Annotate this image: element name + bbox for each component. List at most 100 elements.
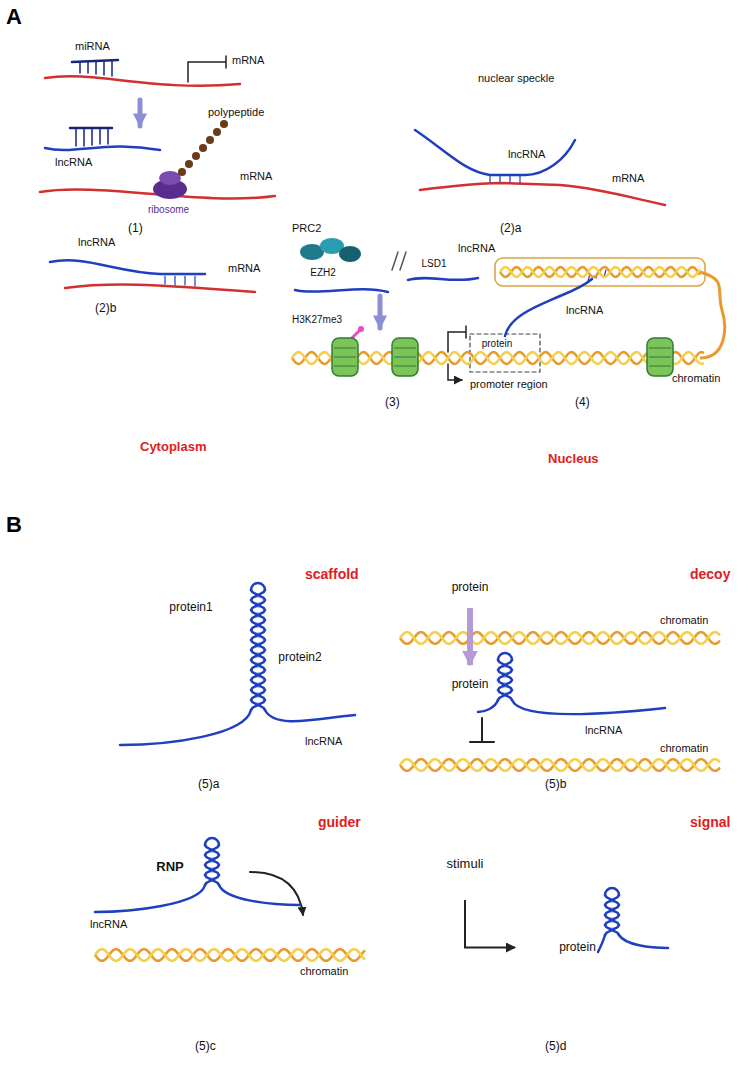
rna-pairing [165, 276, 195, 286]
panel-box: stimuli protein signal (5)d [375, 800, 745, 1068]
chromatin-modifiers [378, 296, 383, 328]
node-label: stimuli [447, 857, 484, 872]
region-label: (5)d [545, 1040, 566, 1054]
rna-pairing [65, 285, 255, 292]
chromatin-modifiers [392, 252, 406, 270]
part-label: (2)a [500, 222, 521, 236]
text-holder: protein [452, 581, 489, 595]
lncrna-stem-loop [605, 895, 619, 935]
panel-box: proteinproteindecoy(5)b [375, 552, 745, 800]
lncrna-stem-loop [619, 935, 668, 948]
label-holder: polypeptide [208, 106, 264, 119]
chromatin-fiber [495, 258, 725, 358]
lncrna-stem-loop [498, 660, 512, 700]
panel-title: Cytoplasm [140, 440, 206, 455]
panel-title: signal [690, 814, 730, 830]
label-holder: mRNA [232, 54, 264, 67]
chromatin-helix [400, 759, 720, 771]
text-holder: protein1 [169, 601, 212, 615]
lncrna-stem-loop [251, 583, 265, 590]
mirna-sponge [188, 56, 226, 82]
lsd1-protein: LSD1 [410, 252, 458, 275]
nucleus-shape [285, 38, 735, 492]
label-holder: lncRNA [90, 918, 127, 931]
lsd1-protein-outline [411, 253, 458, 275]
stimulus-burst-outline [402, 830, 529, 899]
node-label: protein [482, 338, 513, 350]
lncrna-stem-loop [95, 583, 668, 952]
promoter-regulation [352, 330, 360, 338]
label-holder: lncRNA [78, 236, 115, 249]
text-holder: LSD1 [421, 258, 446, 270]
arrow-connector [465, 900, 515, 948]
panel-box-outline [376, 553, 745, 800]
region-label: (5)b [545, 778, 566, 792]
label-holder: PRC2 [292, 222, 321, 235]
panel-title: decoy [690, 566, 730, 582]
panel-letter: A [6, 4, 22, 29]
label-holder: lncRNA [585, 724, 622, 737]
label-holder: (2)b [95, 302, 116, 316]
protein-blob: protein [515, 920, 640, 975]
nucleosome [334, 348, 671, 366]
lncrna-stem-loop [498, 653, 512, 660]
label-holder: mRNA [228, 262, 260, 275]
lncrna-stem-loop [478, 700, 498, 712]
region-label: (5)c [195, 1040, 216, 1054]
part-label: promoter region [470, 378, 548, 391]
lncrna-stem-loop [265, 710, 355, 721]
panel-box-outline [41, 553, 375, 800]
text-holder: protein [559, 941, 596, 955]
lncrna-stem-loop [605, 895, 619, 935]
part-label: lncRNA [90, 918, 127, 931]
text-holder: nuclear speckle [478, 72, 554, 85]
chromatin-helix [500, 267, 700, 277]
panel-b-illustration [470, 718, 494, 742]
mirna-sponge [76, 128, 108, 146]
mirna-sponge [80, 61, 112, 76]
part-label: chromatin [672, 372, 720, 385]
part-label: lncRNA [55, 156, 92, 169]
text-holder: (5)b [545, 778, 566, 792]
rna-pairing [420, 183, 665, 205]
panel-box: RNP guider (5)c [40, 800, 375, 1068]
label-holder: chromatin [300, 965, 348, 978]
part-label: (4) [575, 396, 590, 410]
label-holder: mRNA [612, 172, 644, 185]
part-label: lncRNA [305, 735, 342, 748]
node-label: protein [452, 581, 489, 595]
promoter-regulation [358, 326, 364, 332]
rna-pairing [50, 260, 205, 274]
mirna-sponge [45, 76, 240, 86]
part-label: lncRNA [585, 724, 622, 737]
text-holder: (5)d [545, 1040, 566, 1054]
polypeptide-chain [213, 128, 221, 136]
polypeptide-chain [185, 160, 193, 168]
ezh2-protein: EZH2 [299, 261, 347, 284]
label-holder: (1) [128, 222, 143, 236]
part-label: mRNA [240, 170, 272, 183]
rna-pairing [415, 130, 575, 175]
label-holder: lncRNA [55, 156, 92, 169]
chromatin-fiber [495, 258, 705, 286]
panel-box-outline [376, 801, 745, 1068]
panel-title: guider [318, 814, 361, 830]
nuclear-speckle-outline [391, 59, 690, 245]
chromatin-helix [95, 949, 365, 961]
label-holder: chromatin [660, 614, 708, 627]
cell-outline: nuclear speckleEZH2LSD1proteinNucleusCyt… [12, 28, 742, 498]
panel-box-outline [41, 801, 375, 1068]
chromatin-helix [95, 267, 720, 961]
lncrna-stem-loop [95, 885, 205, 912]
panel-box: protein1protein2scaffold(5)a [40, 552, 375, 800]
panel-box-shape [40, 552, 375, 800]
polypeptide-chain [178, 120, 228, 176]
mirna-sponge [72, 60, 118, 62]
ezh2-protein-outline [299, 262, 346, 284]
label-holder: chromatin [660, 742, 708, 755]
protein-blob-outline [520, 924, 635, 973]
lncrna-stem-loop [598, 935, 605, 952]
mirna-sponge [40, 56, 275, 198]
ribosome [159, 171, 181, 185]
node-label: RNP [156, 860, 183, 875]
